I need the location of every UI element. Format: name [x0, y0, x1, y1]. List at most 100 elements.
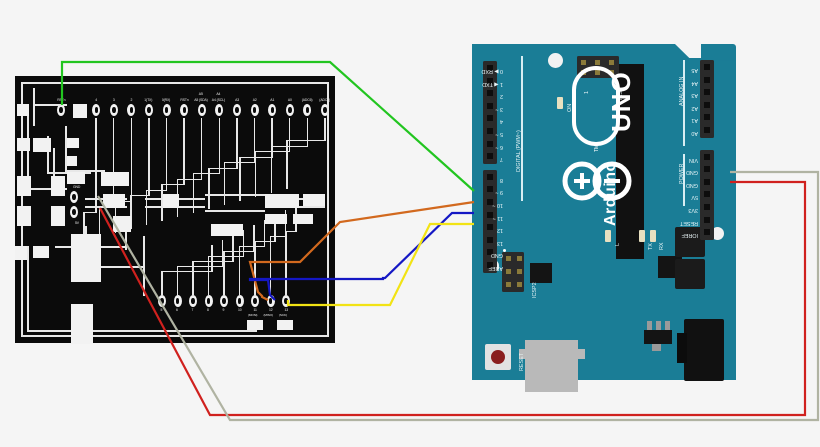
arduino-socket-power-VIN-0[interactable]: [704, 153, 710, 160]
icsp2-pin-5[interactable]: [517, 282, 522, 287]
pcb-pad-6: [17, 206, 31, 226]
arduino-socket-12[interactable]: [487, 224, 493, 231]
icsp-pin-0[interactable]: [581, 60, 586, 65]
arduino-socket-7[interactable]: [487, 153, 493, 160]
usb-b-connector[interactable]: [525, 340, 578, 392]
pcb-top-hole-6[interactable]: [162, 104, 171, 116]
pcb-bottom-hole-10[interactable]: [235, 295, 244, 307]
pcb-top-hole-9[interactable]: [215, 104, 224, 116]
trace-top-v2-15: [286, 140, 288, 189]
trace-bot-h-8: [285, 231, 296, 233]
digital-header-upper[interactable]: [483, 61, 497, 164]
arduino-socket-0[interactable]: [487, 65, 493, 71]
arduino-socket-A3[interactable]: [704, 89, 710, 96]
pcb-bottom-label-5: 5: [160, 308, 163, 312]
voltage-regulator: [644, 330, 672, 344]
pcb-top-hole-8[interactable]: [197, 104, 206, 116]
arduino-socket-A4[interactable]: [704, 76, 710, 83]
arduino-socket-2[interactable]: [487, 90, 493, 97]
usb-connector-shoulder-right: [578, 349, 585, 359]
tx-led: [639, 230, 645, 242]
pcb-top-label-a5-top: A5: [198, 92, 203, 96]
regulator-pin-right: [665, 321, 670, 330]
trace-bl-7: [143, 236, 145, 296]
pcb-bottom-hole-7[interactable]: [189, 295, 197, 307]
icsp2-pin-2[interactable]: [506, 269, 511, 274]
pcb-top-hole-12[interactable]: [268, 104, 277, 116]
pcb-top-hole-13[interactable]: [285, 104, 294, 116]
arduino-socket-power-GND-1[interactable]: [704, 166, 710, 173]
pcb-top-hole-3[interactable]: [109, 104, 118, 116]
arduino-socket-5[interactable]: [487, 128, 493, 134]
pcb-top-hole-4[interactable]: [127, 104, 136, 116]
arduino-power-label-3V3-4: 3V3: [688, 207, 698, 213]
trace-top-v2-14: [270, 145, 272, 193]
arduino-socket-1[interactable]: [487, 77, 493, 84]
hole-center: [217, 107, 222, 113]
pcb-top-hole-14[interactable]: [303, 104, 312, 116]
arduino-socket-A1[interactable]: [704, 114, 710, 121]
icsp2-pin-0[interactable]: [506, 256, 511, 261]
pcb-pad-10: [15, 246, 27, 260]
arduino-socket-power-5V-3[interactable]: [704, 191, 710, 198]
icsp-pin-4[interactable]: [595, 70, 600, 75]
dc-power-jack[interactable]: [684, 319, 724, 381]
trace-top-h-6: [145, 189, 168, 191]
pcb-bottom-hole-11[interactable]: [251, 295, 259, 307]
arduino-pin-label-6-upper: 6 ~: [495, 143, 503, 150]
arduino-socket-A5[interactable]: [704, 64, 710, 70]
arduino-socket-9[interactable]: [487, 186, 493, 193]
hole-center: [237, 298, 242, 304]
reset-button-cap[interactable]: [491, 350, 505, 364]
trace-bot-v-4: [223, 251, 225, 295]
pcb-bottom-hole-12[interactable]: [266, 295, 275, 307]
pcb-bottom-hole-9[interactable]: [220, 295, 228, 307]
arduino-power-label-IOREF-6: IOREF: [681, 232, 698, 239]
pcb-top-hole-0[interactable]: [57, 104, 65, 116]
arduino-socket-power-GND-2[interactable]: [704, 178, 710, 185]
hole-center: [94, 107, 98, 113]
arduino-socket-A0[interactable]: [704, 127, 710, 133]
analog-header[interactable]: [700, 60, 714, 138]
trace-bot-v2-2: [232, 235, 234, 262]
pcb-bottom-hole-13[interactable]: [282, 295, 290, 307]
arduino-socket-3[interactable]: [487, 102, 493, 109]
pcb-top-hole-2[interactable]: [92, 104, 101, 116]
icsp2-pin-1[interactable]: [517, 256, 522, 261]
arduino-socket-power-3V3-4[interactable]: [704, 204, 710, 210]
icsp-pin-1[interactable]: [595, 60, 600, 65]
pcb-bottom-hole-6[interactable]: [173, 295, 182, 307]
arduino-socket-8[interactable]: [487, 173, 493, 180]
trace-top-v-4: [130, 118, 132, 201]
arduino-socket-power-RESET-5[interactable]: [704, 216, 710, 223]
arduino-socket-6[interactable]: [487, 140, 493, 147]
pcb-pad-21: [265, 194, 299, 208]
arduino-analog-label-A2: A2: [691, 104, 698, 111]
icsp-pin-2[interactable]: [609, 60, 614, 65]
icsp2-pin-4[interactable]: [506, 282, 511, 287]
icsp2-pin-3[interactable]: [517, 269, 522, 274]
arduino-socket-A2[interactable]: [704, 101, 710, 108]
pcb-pad-13: [71, 304, 93, 344]
pcb-top-label-2: 4: [95, 97, 98, 102]
arduino-socket-13[interactable]: [487, 236, 493, 243]
arduino-pin-label-4-upper: 4: [500, 118, 503, 125]
pcb-top-hole-7[interactable]: [180, 104, 189, 116]
pcb-top-hole-5[interactable]: [145, 104, 153, 116]
arduino-socket-power-IOREF-6[interactable]: [704, 229, 710, 236]
pcb-bottom-hole-8[interactable]: [204, 295, 213, 307]
pcb-pad-gnd[interactable]: [70, 191, 78, 203]
pcb-pad-11: [33, 246, 49, 258]
pcb-top-hole-11[interactable]: [250, 104, 259, 116]
pcb-pad-5v[interactable]: [70, 206, 78, 218]
trace-top-h-8: [177, 178, 203, 180]
pcb-bottom-hole-5[interactable]: [158, 295, 166, 307]
analog-header-title: ANALOG IN: [679, 76, 685, 106]
trace-ul-2: [33, 104, 67, 106]
arduino-socket-4[interactable]: [487, 115, 493, 122]
pcb-top-hole-10[interactable]: [233, 104, 241, 116]
pcb-pad-23: [265, 214, 287, 224]
pcb-top-label-10: A3: [235, 97, 240, 102]
